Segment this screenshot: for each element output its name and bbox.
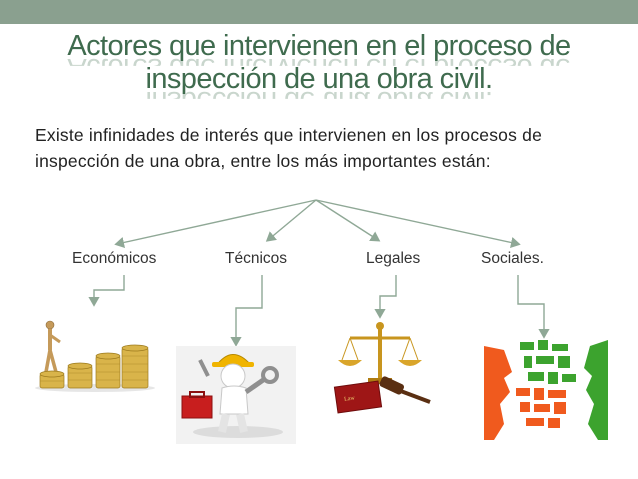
elbow-arrow-economicos [88,275,125,307]
coins-figure-icon [35,320,155,392]
branch-arrow-tecnicos [265,199,317,242]
category-label-legales: Legales [366,250,421,267]
title-line-2: inspección de una obra civil. inspección… [0,63,638,96]
slide-title: Actores que intervienen en el proceso de… [0,30,638,96]
worker-wrench-icon [176,346,296,444]
elbow-arrow-tecnicos [230,275,263,347]
title-line-2-text: inspección de una obra civil. [145,63,494,95]
category-label-tecnicos: Técnicos [225,250,288,267]
slide-header-bar [0,0,638,24]
law-book-text: Law [344,395,356,403]
branch-arrow-economicos [114,199,317,248]
elbow-arrow-sociales [517,275,550,339]
elbow-arrow-legales [374,275,397,319]
faces-speech-icon [484,340,608,440]
category-label-sociales: Sociales. [481,250,544,267]
title-line-1-text: Actores que intervienen en el proceso de [67,30,571,62]
scales-of-justice-icon: Law [333,322,431,414]
branch-arrow-sociales [315,199,521,248]
branch-arrow-legales [315,199,381,242]
title-line-1: Actores que intervienen en el proceso de… [0,30,638,63]
category-label-economicos: Económicos [72,250,157,267]
intro-paragraph: Existe infinidades de interés que interv… [35,125,542,171]
